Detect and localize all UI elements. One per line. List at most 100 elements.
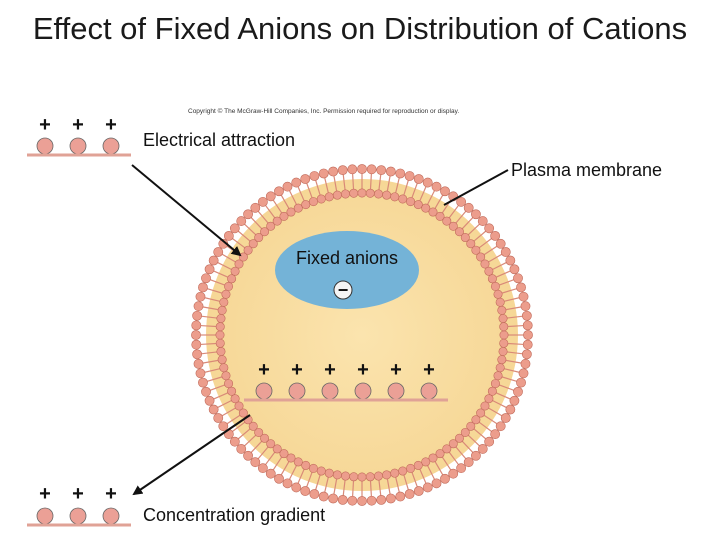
inner-head	[413, 200, 423, 210]
lipid-tail	[506, 351, 523, 355]
outer-head	[250, 457, 261, 468]
lipid-tail	[503, 368, 520, 373]
inner-head	[230, 394, 240, 404]
inner-head	[341, 471, 351, 481]
phospholipid-heads	[191, 164, 533, 506]
cation-bead	[255, 382, 273, 400]
outer-head	[204, 264, 215, 275]
lipid-tail	[492, 261, 508, 271]
outer-head	[522, 320, 533, 331]
lipid-tail	[202, 306, 219, 311]
inner-head	[435, 449, 445, 459]
inner-head	[466, 239, 476, 249]
lipid-tail	[221, 253, 236, 263]
inner-head	[286, 453, 296, 463]
lipid-tail	[488, 407, 503, 417]
cation-group-outside-top: +++	[27, 114, 131, 157]
lipid-tail	[264, 451, 276, 466]
inner-head	[248, 421, 258, 431]
lipid-tail	[483, 414, 498, 425]
lipid-tail	[488, 253, 503, 263]
outer-head	[291, 482, 302, 493]
lipid-tail	[434, 194, 444, 209]
plasma-membrane	[191, 164, 533, 506]
outer-head	[471, 450, 481, 461]
outer-head	[422, 177, 433, 188]
anion-blob	[275, 231, 419, 309]
lipid-tail	[213, 270, 229, 278]
anion-symbol: −	[338, 280, 349, 300]
lipid-tail	[250, 216, 263, 230]
outer-head	[208, 255, 219, 266]
inner-head	[357, 472, 367, 482]
inner-head	[442, 444, 452, 454]
outer-head	[195, 368, 206, 379]
inner-head	[490, 379, 500, 389]
lipid-tail	[243, 434, 257, 447]
inner-head	[221, 289, 231, 299]
outer-head	[520, 301, 531, 312]
outer-head	[236, 444, 247, 454]
outer-head	[347, 495, 358, 506]
cation-plus-sign: +	[39, 483, 51, 505]
lipid-tail	[306, 471, 313, 488]
lipid-tail	[386, 478, 391, 495]
outer-head	[193, 358, 204, 369]
outer-head	[440, 186, 450, 197]
lipid-tail	[495, 270, 511, 278]
cation-group-outside-bottom: +++	[27, 483, 131, 527]
inner-head	[349, 188, 359, 198]
inner-head	[382, 470, 392, 480]
outer-head	[191, 339, 202, 350]
inner-head	[293, 203, 303, 213]
cation-plus-sign: +	[39, 114, 51, 136]
inner-head	[495, 363, 505, 373]
outer-head	[243, 450, 253, 461]
lipid-tail	[280, 194, 290, 209]
outer-head	[243, 209, 253, 220]
lipid-tail	[498, 279, 515, 286]
outer-head	[366, 495, 377, 506]
lipid-tail	[426, 189, 436, 205]
lipid-tail	[461, 216, 474, 230]
inner-head	[406, 463, 416, 473]
inner-head	[316, 466, 326, 476]
outer-head	[257, 463, 268, 474]
lipid-tail	[264, 204, 276, 219]
outer-head	[471, 209, 481, 220]
inner-head	[499, 322, 509, 332]
lipid-tail	[461, 440, 474, 454]
cation-bead	[288, 382, 306, 400]
inner-head	[215, 338, 225, 348]
lipid-tail	[473, 428, 487, 440]
inner-head	[272, 216, 282, 226]
lipid-tail	[314, 179, 321, 196]
lipid-tail	[455, 210, 467, 224]
inner-head	[448, 221, 458, 231]
lipid-tail	[403, 179, 410, 196]
cation-plus-sign: +	[105, 483, 117, 505]
cation-group-inside-cell: ++++++	[244, 359, 448, 402]
outer-head	[192, 349, 203, 360]
outer-head	[440, 473, 450, 484]
outer-head	[347, 164, 358, 175]
lipid-tail	[297, 186, 305, 202]
cation-bead	[102, 507, 120, 525]
inner-head	[421, 457, 431, 467]
outer-head	[521, 349, 532, 360]
slide-title: Effect of Fixed Anions on Distribution o…	[32, 11, 688, 46]
cation-bead	[36, 137, 54, 155]
lipid-tail	[395, 177, 400, 194]
inner-head	[390, 192, 400, 202]
lipid-tail	[324, 177, 329, 194]
inner-head	[279, 449, 289, 459]
inner-head	[435, 211, 445, 221]
lipid-tail	[498, 384, 515, 391]
lipid-tail	[473, 230, 487, 242]
inner-head	[499, 338, 509, 348]
lipid-tail	[351, 173, 355, 190]
lipid-tail	[403, 474, 410, 491]
outer-head	[208, 404, 219, 415]
inner-head	[254, 233, 264, 243]
lipid-tail	[201, 351, 218, 355]
